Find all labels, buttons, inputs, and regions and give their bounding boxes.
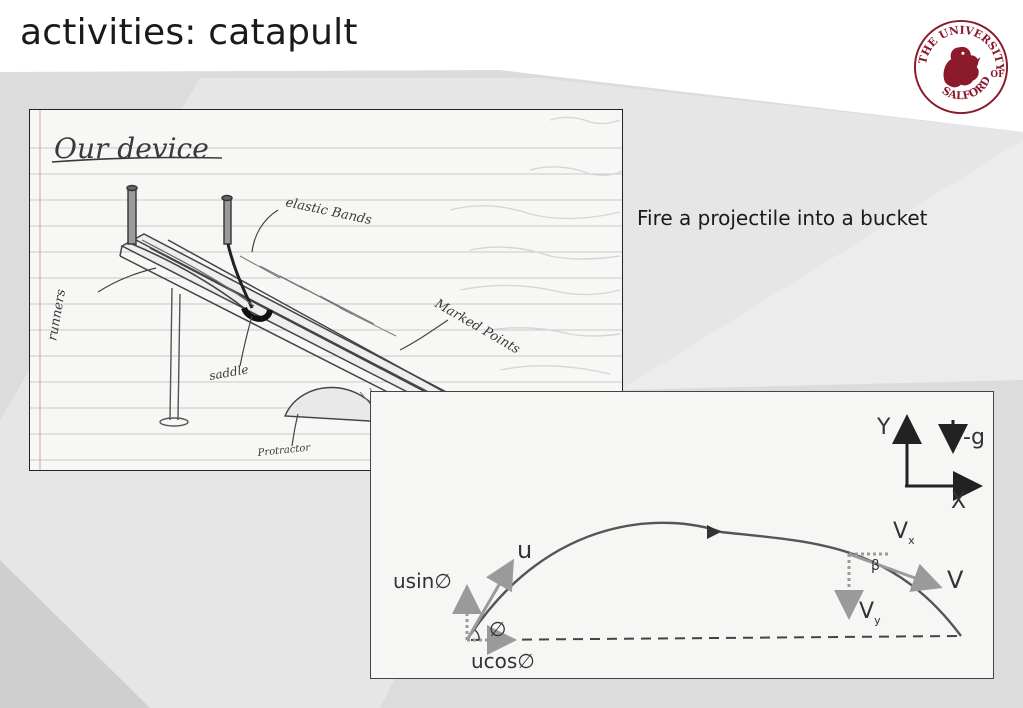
university-logo: THE UNIVERSITY THE UNIVERSITY SALFORD OF	[913, 19, 1009, 115]
device-sketch-drawing: Our device	[30, 110, 622, 470]
label-y-axis: Y	[876, 415, 891, 440]
ground-line	[470, 635, 960, 641]
projectile-diagram-drawing: Y X -g u usin∅ ∅ ucos∅ β Vx Vy V	[393, 414, 985, 673]
logo-text-of: OF	[990, 70, 1005, 80]
label-runners: runners	[45, 288, 69, 342]
axes-icon	[892, 414, 983, 501]
elastic-bands	[131, 239, 273, 322]
velocity-vectors	[834, 552, 943, 620]
label-protractor: Protractor	[256, 442, 312, 459]
label-beta: β	[871, 558, 880, 574]
trajectory-curve	[465, 521, 962, 641]
label-vx: Vx	[893, 519, 915, 547]
lion-icon	[943, 46, 981, 88]
label-u: u	[517, 536, 532, 564]
initial-velocity-vectors	[452, 558, 517, 655]
label-v: V	[947, 566, 964, 594]
trajectory-direction-arrow	[707, 525, 721, 539]
label-phi: ∅	[489, 617, 506, 641]
slide-title: activities: catapult	[20, 12, 358, 53]
label-marked-points: Marked Points	[431, 296, 523, 358]
label-usin: usin∅	[393, 569, 452, 593]
label-vy: Vy	[859, 599, 881, 627]
label-gravity: -g	[963, 425, 985, 450]
label-x-axis: X	[951, 489, 966, 514]
label-ucos: ucos∅	[471, 649, 535, 673]
slide-caption: Fire a projectile into a bucket	[637, 206, 928, 230]
catapult-support	[159, 287, 189, 427]
projectile-diagram: Y X -g u usin∅ ∅ ucos∅ β Vx Vy V	[370, 391, 994, 679]
label-saddle: saddle	[208, 362, 249, 383]
